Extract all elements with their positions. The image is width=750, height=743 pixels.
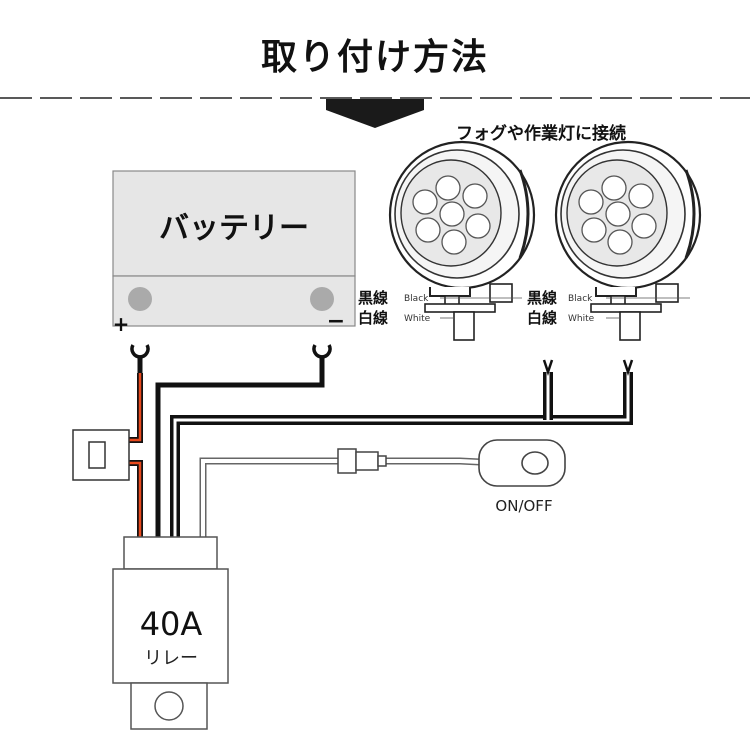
relay-rating: 40A [140,605,203,643]
positive-wire [128,373,143,540]
work-light-right [554,140,702,341]
down-arrow-icon [326,99,424,128]
lamp-harness-wire [170,372,633,540]
left-white-wire-label: 白線 [358,309,388,327]
right-black-wire-en: Black [568,294,593,304]
page-title: 取り付け方法 [260,37,489,78]
fuse-holder [72,429,130,481]
battery-label: バッテリー [159,211,309,246]
left-white-wire-en: White [404,314,431,324]
plus-ring-terminal-icon [130,344,150,373]
battery-plus-sign: + [113,312,130,336]
battery-terminal-minus [310,287,334,311]
left-black-wire-label: 黒線 [358,289,388,307]
battery: バッテリー + − [112,170,356,336]
switch-connector [337,448,387,474]
relay-name: リレー [144,648,198,669]
right-black-wire-label: 黒線 [527,289,557,307]
battery-body [112,170,356,277]
lamps-caption: フォグや作業灯に接続 [456,123,626,144]
right-white-wire-label: 白線 [527,309,557,327]
negative-wire [155,373,325,540]
lamp-lead-left [542,359,554,376]
minus-ring-terminal-icon [312,344,332,373]
on-off-switch [478,439,566,487]
lamp-lead-right [622,359,634,376]
left-black-wire-en: Black [404,294,429,304]
work-light-left [388,140,536,341]
relay: 40A リレー [112,536,229,730]
battery-terminal-plus [128,287,152,311]
switch-label: ON/OFF [495,497,552,515]
right-white-wire-en: White [568,314,595,324]
battery-minus-sign: − [327,309,345,334]
switch-wire [199,457,481,540]
